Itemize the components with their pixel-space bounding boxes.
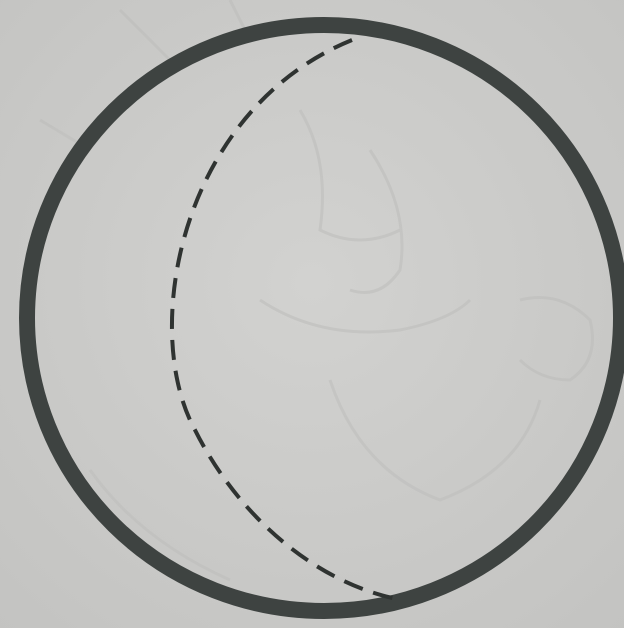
- moon-phase-diagram: [0, 0, 624, 628]
- paper-background: [0, 0, 624, 628]
